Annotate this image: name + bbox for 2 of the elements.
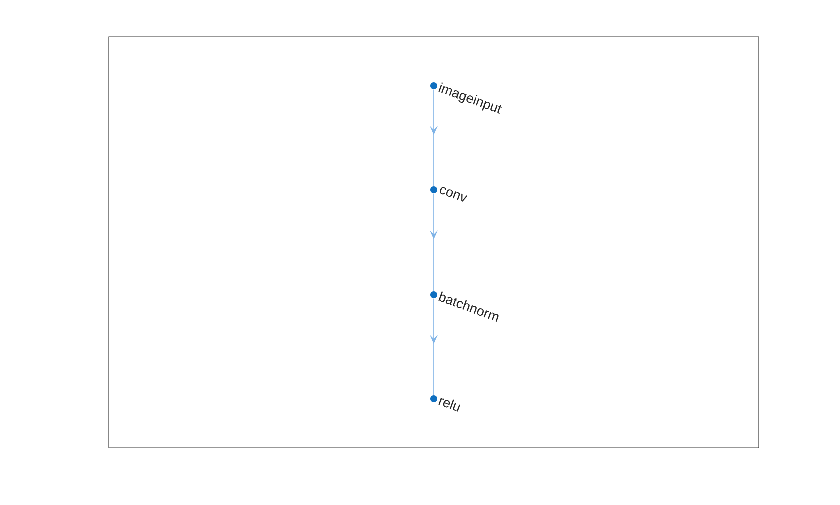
node-label: conv <box>440 187 468 202</box>
node-label: relu <box>438 398 460 412</box>
